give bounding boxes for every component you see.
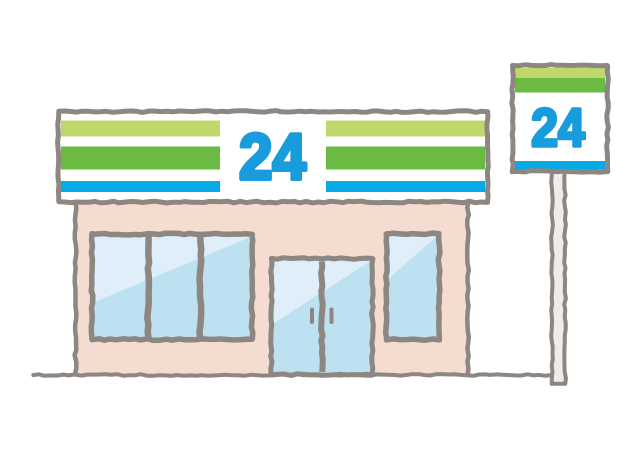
svg-text:24: 24 xyxy=(239,121,306,193)
svg-text:24: 24 xyxy=(531,98,585,158)
